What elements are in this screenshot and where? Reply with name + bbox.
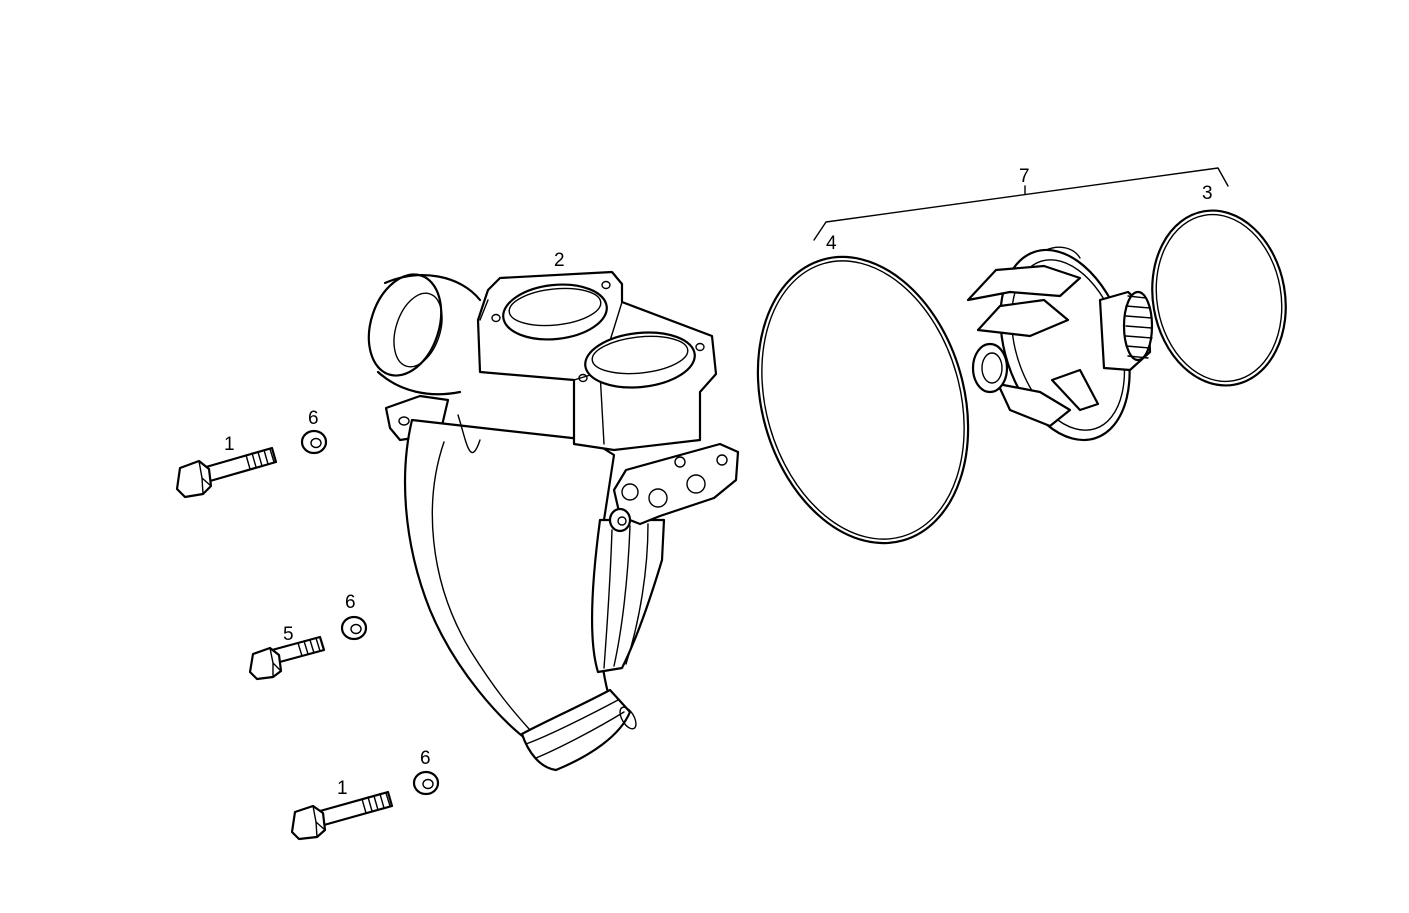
callout-small-seal-ring: 3 [1202,183,1213,204]
pump-housing [367,270,740,772]
callout-bolt-lower: 1 [337,778,348,799]
small-seal-ring [1151,209,1287,387]
assembly-bracket [813,167,1229,241]
callout-pump-housing: 2 [554,250,565,271]
callout-large-seal-ring: 4 [826,233,837,254]
screw-middle [248,635,326,681]
callout-pump-assembly: 7 [1019,166,1030,187]
callout-washer-lower: 6 [420,748,431,769]
large-seal-ring [756,255,970,545]
bolt-upper [175,446,278,499]
callout-bolt-upper: 1 [224,434,235,455]
bolt-lower [290,790,394,841]
washer-upper [300,429,328,455]
pump-impeller-assembly [966,246,1154,442]
washer-lower [412,770,440,796]
washer-middle [340,615,368,641]
callout-screw-middle: 5 [283,624,294,645]
callout-washer-middle: 6 [345,592,356,613]
callout-washer-upper: 6 [308,408,319,429]
